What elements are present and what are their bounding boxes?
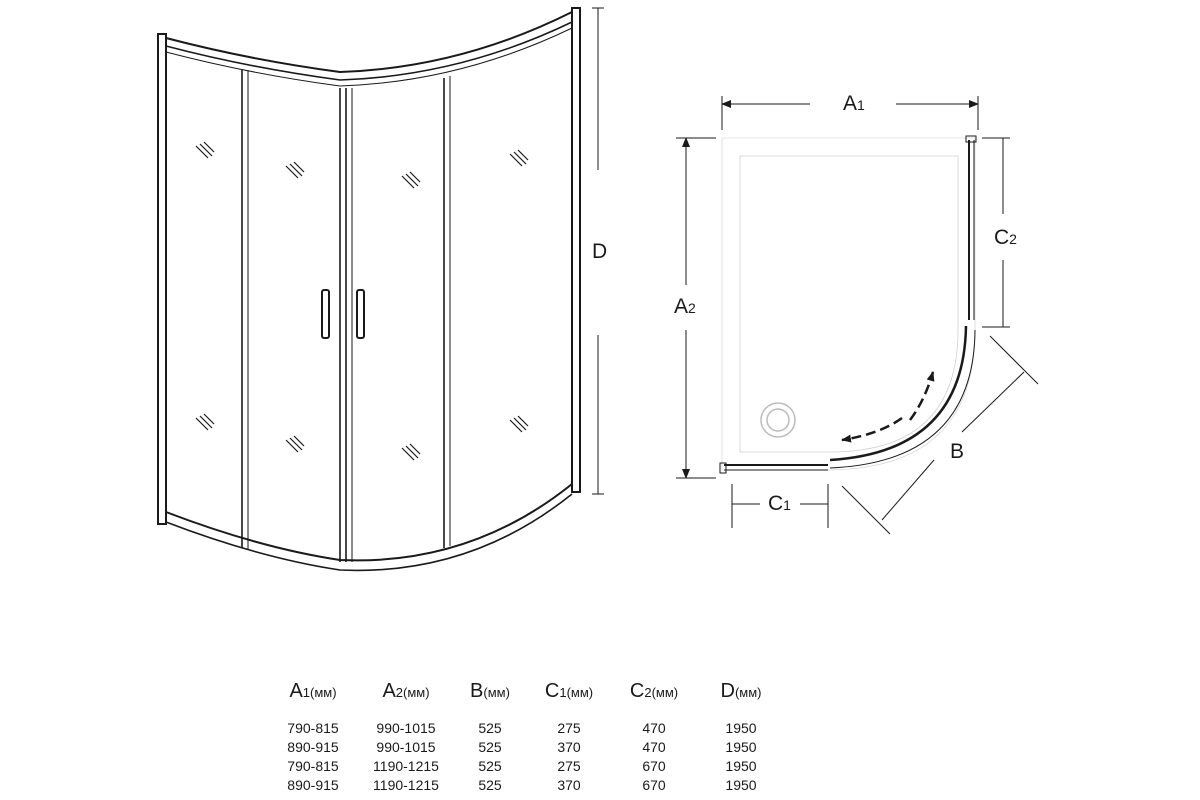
table-cell: 1950: [725, 720, 757, 736]
table-cell: 990-1015: [376, 720, 436, 736]
header-c1: C1(мм): [544, 680, 594, 702]
table-cell: 670: [642, 758, 666, 774]
bottom-rail: [165, 483, 573, 562]
label-d: D: [592, 240, 607, 263]
label-c1: C1: [768, 492, 791, 515]
shower-enclosure-drawing: D A1 A2: [157, 7, 1039, 572]
header-a1: A1(мм): [289, 680, 337, 702]
dimension-a1: [721, 96, 979, 130]
table-row: 790-815 1190-1215 525 275 670 1950: [268, 757, 786, 776]
label-a2: A2: [674, 295, 696, 318]
header-c2: C2(мм): [629, 680, 679, 702]
table-cell: 525: [478, 758, 502, 774]
left-door-handle: [321, 289, 330, 339]
right-post: [571, 7, 581, 493]
table-cell: 1950: [725, 758, 757, 774]
table-cell: 790-815: [287, 720, 339, 736]
table-cell: 470: [642, 720, 666, 736]
label-b: B: [950, 440, 964, 463]
dimension-c2: [982, 137, 1010, 328]
table-cell: 525: [478, 777, 502, 793]
table-header-row: A1(мм) A2(мм) B(мм) C1(мм) C2(мм) D(мм): [268, 676, 786, 719]
enclosure-perspective-view: [157, 7, 581, 572]
table-cell: 275: [557, 758, 581, 774]
door-slide-arrow-up: [908, 371, 935, 421]
header-d: D(мм): [720, 680, 762, 702]
top-rail: [165, 11, 573, 74]
table-row: 790-815 990-1015 525 275 470 1950: [268, 719, 786, 738]
table-cell: 370: [557, 739, 581, 755]
curved-door-inner: [829, 325, 968, 462]
table-cell: 890-915: [287, 739, 339, 755]
table-cell: 275: [557, 720, 581, 736]
table-cell: 1950: [725, 739, 757, 755]
drain-icon: [760, 402, 796, 438]
dimension-c1: [731, 484, 829, 528]
table-cell: 990-1015: [376, 739, 436, 755]
table-cell: 525: [478, 720, 502, 736]
table-row: 890-915 1190-1215 525 370 670 1950: [268, 776, 786, 795]
label-a1: A1: [843, 92, 865, 115]
header-b: B(мм): [470, 680, 510, 702]
table-cell: 370: [557, 777, 581, 793]
dimension-b: [841, 335, 1039, 535]
shower-tray-outline: [721, 137, 976, 471]
table-cell: 1950: [725, 777, 757, 793]
label-c2: C2: [994, 226, 1017, 249]
plan-view: [719, 135, 977, 474]
table-cell: 470: [642, 739, 666, 755]
door-slide-arrow-left: [841, 416, 903, 443]
table-cell: 1190-1215: [373, 758, 439, 774]
table-cell: 790-815: [287, 758, 339, 774]
dimensions-table-container: A1(мм) A2(мм) B(мм) C1(мм) C2(мм) D(мм) …: [268, 676, 786, 795]
table-row: 890-915 990-1015 525 370 470 1950: [268, 738, 786, 757]
dimensions-table: A1(мм) A2(мм) B(мм) C1(мм) C2(мм) D(мм) …: [268, 676, 786, 795]
table-cell: 670: [642, 777, 666, 793]
table-cell: 525: [478, 739, 502, 755]
table-cell: 1190-1215: [373, 777, 439, 793]
table-cell: 890-915: [287, 777, 339, 793]
curved-door-outer: [829, 329, 976, 469]
dimension-d: [592, 7, 604, 495]
dimension-a2: [676, 137, 716, 479]
glass-reflection-marks: [195, 141, 529, 461]
left-post: [157, 33, 167, 525]
header-a2: A2(мм): [382, 680, 430, 702]
right-door-handle: [356, 289, 365, 339]
